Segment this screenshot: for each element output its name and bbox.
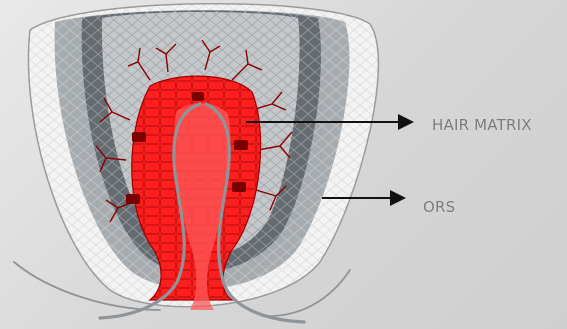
dark-cell: [234, 140, 248, 150]
hair-matrix-label: HAIR MATRIX: [432, 116, 532, 134]
ors-label: ORS: [423, 198, 455, 216]
dark-cell: [126, 194, 140, 204]
dark-cell: [192, 92, 204, 101]
dark-cell: [132, 132, 146, 142]
dark-cell: [232, 182, 246, 192]
